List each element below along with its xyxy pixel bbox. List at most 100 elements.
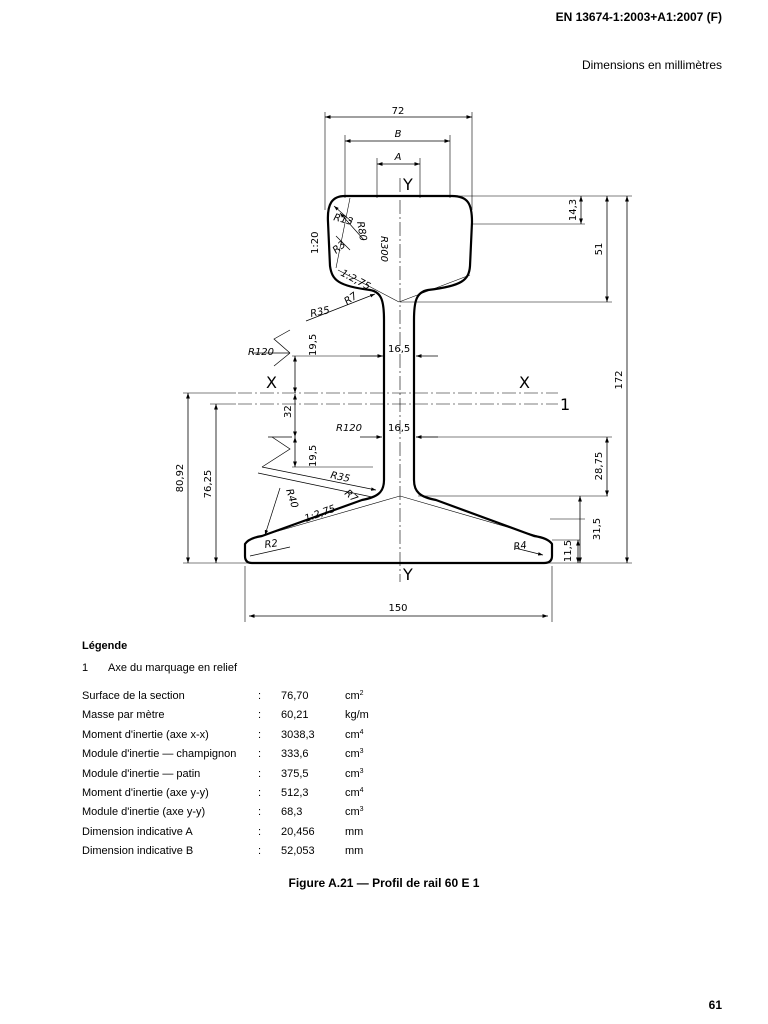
marker-1: 1	[560, 395, 570, 414]
label-r80: R80	[354, 221, 368, 242]
property-row: Dimension indicative B: 52,053 mm	[82, 845, 482, 864]
property-row: Module d'inertie — patin: 375,5 cm3	[82, 768, 482, 787]
label-slope-top: 1:2,75	[339, 268, 372, 293]
units-note: Dimensions en millimètres	[581, 58, 722, 72]
property-unit-base: mm	[345, 825, 364, 838]
property-unit-exponent: 3	[359, 806, 364, 814]
label-32: 32	[283, 405, 294, 418]
property-unit-base: cm	[345, 748, 360, 761]
property-unit: cm2	[345, 690, 364, 702]
property-unit: kg/m	[345, 709, 369, 721]
property-label: Surface de la section	[82, 690, 185, 702]
property-unit-base: cm	[345, 786, 360, 799]
label-r40: R40	[283, 488, 300, 510]
standard-reference: EN 13674-1:2003+A1:2007 (F)	[555, 10, 722, 24]
property-unit-exponent: 2	[359, 690, 364, 697]
property-value: 76,70	[281, 690, 309, 702]
dim-b: B	[395, 129, 402, 140]
label-slope-1-20: 1:20	[310, 232, 321, 254]
property-unit-base: cm	[345, 690, 360, 702]
rail-profile-drawing: 72 B A Y Y X X 1 R13 R80 R300 R3 1:20 1:…	[175, 106, 632, 622]
property-colon: :	[258, 709, 262, 722]
property-colon: :	[258, 728, 262, 741]
property-label: Moment d'inertie (axe y-y)	[82, 786, 209, 799]
property-value: 68,3	[281, 806, 303, 819]
property-value: 512,3	[281, 786, 309, 799]
label-r35-top: R35	[309, 305, 331, 320]
property-colon: :	[258, 806, 262, 819]
label-51: 51	[594, 243, 605, 256]
property-colon: :	[258, 786, 262, 799]
property-value: 52,053	[281, 845, 315, 858]
page-number: 61	[708, 998, 722, 1012]
property-label: Dimension indicative B	[82, 845, 194, 858]
rail-outline	[243, 194, 554, 565]
property-row: Surface de la section: 76,70 cm2	[82, 690, 482, 709]
property-unit-exponent: 4	[359, 728, 364, 736]
property-value: 60,21	[281, 709, 309, 722]
property-unit: cm3	[345, 806, 364, 818]
property-label: Module d'inertie (axe y-y)	[82, 806, 206, 819]
property-colon: :	[258, 825, 262, 838]
label-r3: R3	[331, 239, 348, 256]
label-r4: R4	[513, 540, 528, 553]
property-unit-base: cm	[345, 806, 360, 819]
legend-item-number: 1	[82, 662, 89, 674]
axis-x-left: X	[266, 373, 277, 392]
property-unit: mm	[345, 845, 363, 857]
property-unit: cm3	[345, 768, 364, 780]
property-row: Dimension indicative A: 20,456 mm	[82, 826, 482, 845]
label-80-92: 80,92	[175, 464, 186, 493]
property-value: 375,5	[281, 767, 309, 780]
label-76-25: 76,25	[203, 470, 214, 499]
property-unit-exponent: 3	[359, 748, 364, 756]
label-150: 150	[388, 603, 407, 614]
label-31-5: 31,5	[592, 518, 603, 540]
label-16-5-bot: 16,5	[388, 423, 410, 434]
dim-72: 72	[392, 106, 405, 117]
legend-title: Légende	[82, 640, 128, 652]
center-lines	[238, 178, 558, 582]
property-colon: :	[258, 690, 262, 702]
label-14-3: 14,3	[568, 199, 579, 221]
label-r35-bot: R35	[329, 470, 351, 485]
label-r120-top: R120	[248, 347, 274, 358]
property-unit-exponent: 4	[359, 786, 364, 794]
property-unit: mm	[345, 826, 363, 838]
axis-y-top: Y	[402, 175, 413, 194]
legend-item: 1 Axe du marquage en relief	[82, 662, 237, 674]
property-colon: :	[258, 845, 262, 858]
property-value: 20,456	[281, 825, 315, 838]
label-r2: R2	[264, 538, 279, 551]
dim-a: A	[394, 152, 402, 163]
property-unit: cm3	[345, 748, 364, 760]
property-label: Module d'inertie — patin	[82, 767, 201, 780]
property-label: Module d'inertie — champignon	[82, 748, 237, 761]
property-label: Dimension indicative A	[82, 825, 193, 838]
axis-y-bottom: Y	[402, 565, 413, 584]
property-row: Moment d'inertie (axe y-y): 512,3 cm4	[82, 787, 482, 806]
axis-x-right: X	[519, 373, 530, 392]
property-value: 333,6	[281, 748, 309, 761]
property-unit-base: cm	[345, 767, 360, 780]
dimension-lines	[186, 115, 629, 618]
property-unit-exponent: 3	[359, 767, 364, 775]
label-r7-top: R7	[342, 290, 360, 307]
label-r13: R13	[332, 212, 354, 228]
property-unit-base: mm	[345, 845, 364, 858]
label-r120-mid: R120	[336, 423, 362, 434]
label-16-5-top: 16,5	[388, 344, 410, 355]
label-19-5-bot: 19,5	[308, 445, 319, 467]
label-11-5: 11,5	[563, 540, 574, 562]
profile-taper-lines	[260, 197, 539, 537]
property-unit: cm4	[345, 787, 364, 799]
legend-item-text: Axe du marquage en relief	[108, 662, 238, 674]
property-label: Moment d'inertie (axe x-x)	[82, 728, 209, 741]
property-colon: :	[258, 767, 262, 780]
property-colon: :	[258, 748, 262, 761]
label-r300: R300	[378, 236, 389, 262]
property-row: Module d'inertie (axe y-y): 68,3 cm3	[82, 806, 482, 825]
